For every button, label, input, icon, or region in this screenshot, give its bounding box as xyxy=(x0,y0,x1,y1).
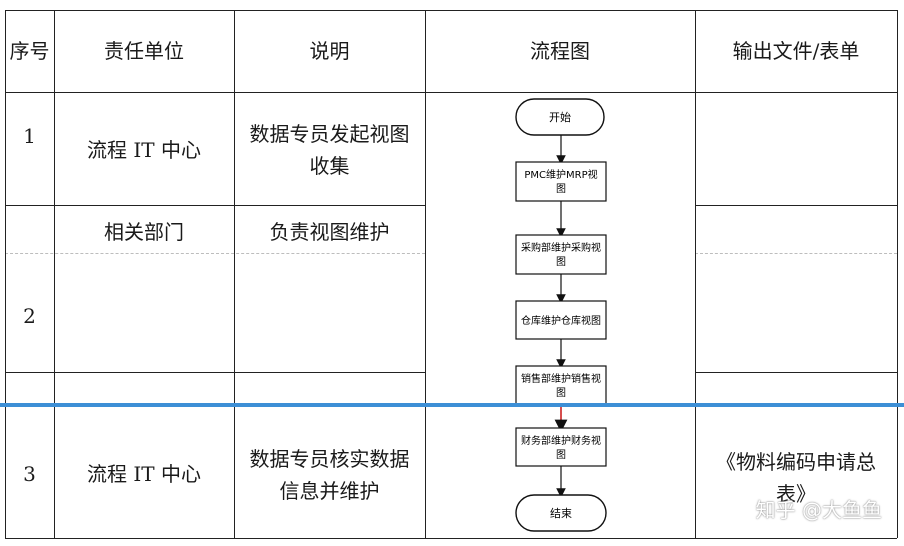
flow-start-label: 开始 xyxy=(549,110,571,124)
row1-desc: 数据专员发起视图 收集 xyxy=(249,122,410,178)
header-bottom-border xyxy=(5,92,897,93)
flow-step-purchasing-label-1: 采购部维护采购视 xyxy=(521,241,601,254)
flow-step-sales-label-1: 销售部维护销售视 xyxy=(521,372,601,385)
row1-output xyxy=(695,92,897,205)
table-top-border xyxy=(5,10,897,11)
dashed-divider-right xyxy=(695,253,897,254)
flow-step-pmc-label-2: 图 xyxy=(556,183,566,195)
flow-end-label: 结束 xyxy=(550,507,572,520)
row1-seq: 1 xyxy=(23,124,36,148)
row1-bottom-right xyxy=(695,205,897,206)
row1-unit: 流程 IT 中心 xyxy=(87,138,201,162)
row3-unit: 流程 IT 中心 xyxy=(87,462,201,486)
flow-step-finance xyxy=(515,427,607,467)
section-separator xyxy=(0,403,904,407)
header-desc: 说明 xyxy=(309,39,350,63)
header-seq: 序号 xyxy=(9,39,50,63)
table-bottom-border xyxy=(5,538,897,539)
header-unit: 责任单位 xyxy=(104,39,184,63)
flow-step-finance-label-1: 财务部维护财务视 xyxy=(521,434,601,447)
row2-bottom-left xyxy=(5,372,425,373)
row2-bottom-right xyxy=(695,372,897,373)
col-border-4 xyxy=(695,10,696,538)
col-border-3 xyxy=(425,10,426,538)
col-border-5 xyxy=(897,10,898,538)
flow-step-sales xyxy=(515,365,607,405)
flow-step-purchasing xyxy=(515,234,607,275)
row3-seq: 3 xyxy=(23,462,36,486)
row3-desc: 数据专员核实数据 信息并维护 xyxy=(249,447,410,503)
row2-seq: 2 xyxy=(23,304,36,328)
col-border-1 xyxy=(54,10,55,538)
flow-step-purchasing-label-2: 图 xyxy=(556,256,566,268)
flow-step-pmc xyxy=(515,161,607,202)
row-dept-unit: 相关部门 xyxy=(104,220,184,244)
flow-step-pmc-label-1: PMC维护MRP视 xyxy=(524,168,597,181)
dashed-divider-left xyxy=(5,253,425,254)
col-border-2 xyxy=(234,10,235,538)
col-border-0 xyxy=(5,10,6,538)
flow-step-sales-label-2: 图 xyxy=(556,387,566,399)
flow-step-finance-label-2: 图 xyxy=(556,449,566,461)
flow-start-node xyxy=(515,98,605,136)
row1-bottom-left xyxy=(5,205,425,206)
watermark: 知乎 @大鱼鱼 xyxy=(755,498,882,522)
flow-end-node xyxy=(515,494,607,532)
flow-step-warehouse-label: 仓库维护仓库视图 xyxy=(521,314,601,327)
row-dept-desc: 负责视图维护 xyxy=(269,220,390,244)
flowchart-diagram: 开始 PMC维护MRP视 图 采购部维护采购视 图 仓库维护仓库视图 销售部维护… xyxy=(515,98,607,532)
header-output: 输出文件/表单 xyxy=(732,39,860,63)
header-flow: 流程图 xyxy=(530,39,590,63)
row3-output: 《物料编码申请总 表》 xyxy=(716,450,876,506)
flow-step-warehouse xyxy=(515,300,607,340)
